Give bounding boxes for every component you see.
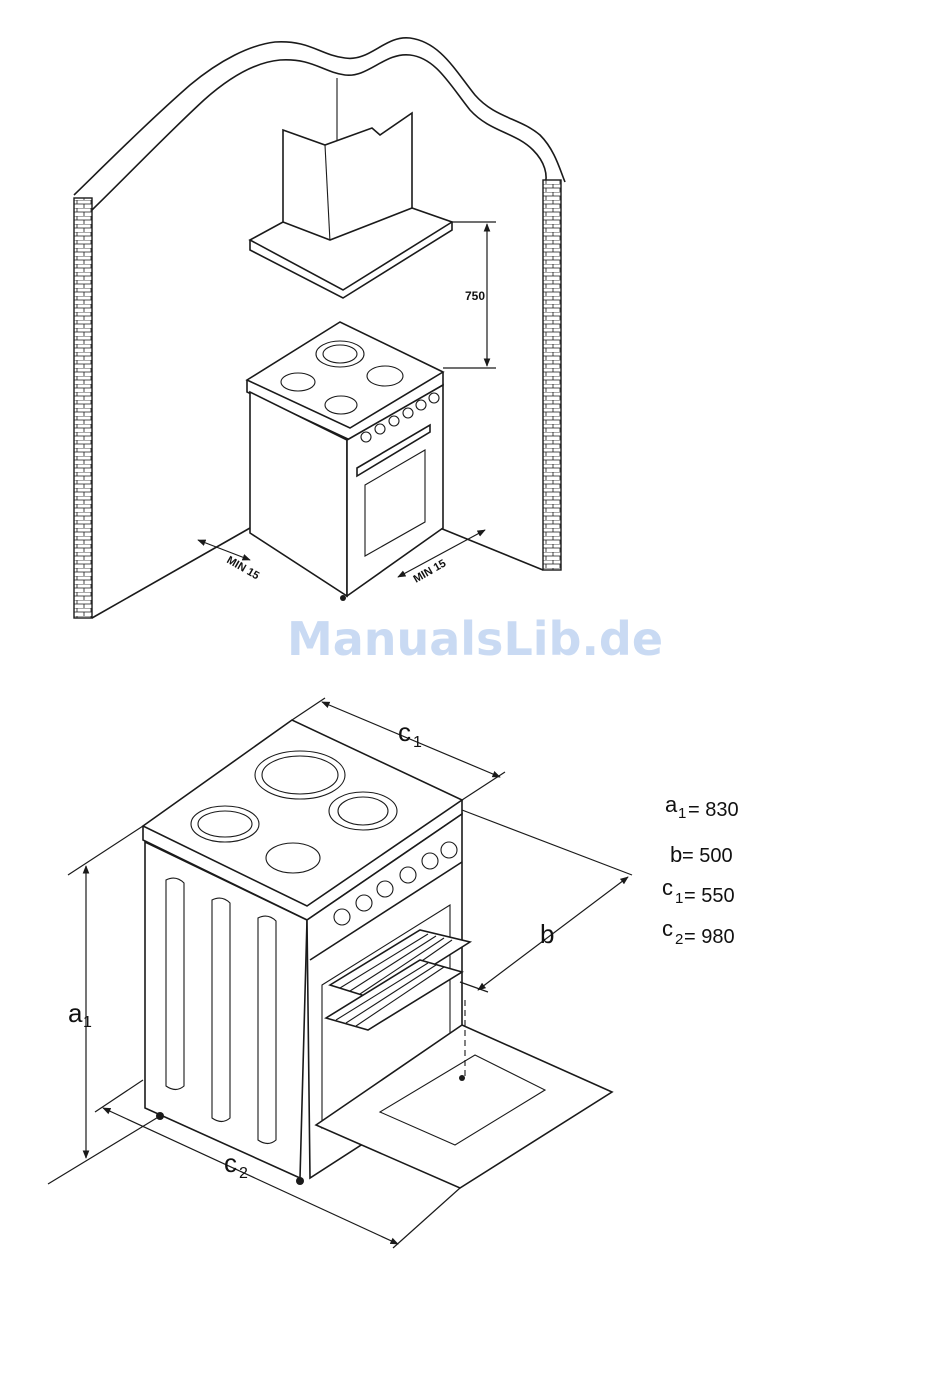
c1-subscript: 1	[413, 734, 422, 751]
c1-label: c	[398, 717, 411, 747]
c2-label: c	[224, 1148, 237, 1178]
side-clearance-left-label: MIN 15	[225, 554, 262, 582]
side-clearance-right-label: MIN 15	[412, 557, 449, 585]
watermark: ManualsLib.de	[287, 612, 663, 666]
cooker-small	[247, 322, 443, 601]
dim-side-left: MIN 15	[198, 540, 261, 582]
legend-c1-symbol: c	[662, 875, 673, 900]
legend-a1-value: = 830	[688, 799, 739, 821]
brick-wall-right	[543, 180, 561, 570]
a1-subscript: 1	[83, 1014, 92, 1031]
a1-label: a	[68, 998, 83, 1028]
legend-c2-subscript: 2	[675, 931, 683, 948]
legend-a1-symbol: a	[665, 792, 678, 817]
dimension-legend: a 1 = 830 b = 500 c 1 = 550 c 2 = 980	[662, 792, 739, 948]
b-label: b	[540, 919, 554, 949]
dim-b: b	[460, 810, 632, 992]
hood-clearance-label: 750	[465, 289, 485, 303]
legend-c2-symbol: c	[662, 916, 673, 941]
dim-hood-clearance: 750	[443, 222, 496, 368]
dim-a1: a 1	[48, 826, 160, 1184]
legend-b-value: = 500	[682, 845, 733, 867]
legend-c1-subscript: 1	[675, 890, 683, 907]
brick-wall-left	[74, 198, 92, 618]
cooker-large	[143, 720, 612, 1188]
c2-subscript: 2	[239, 1165, 248, 1182]
range-hood	[250, 78, 452, 298]
legend-c2-value: = 980	[684, 926, 735, 948]
legend-b-symbol: b	[670, 842, 682, 867]
legend-c1-value: = 550	[684, 885, 735, 907]
legend-a1-subscript: 1	[678, 805, 686, 822]
